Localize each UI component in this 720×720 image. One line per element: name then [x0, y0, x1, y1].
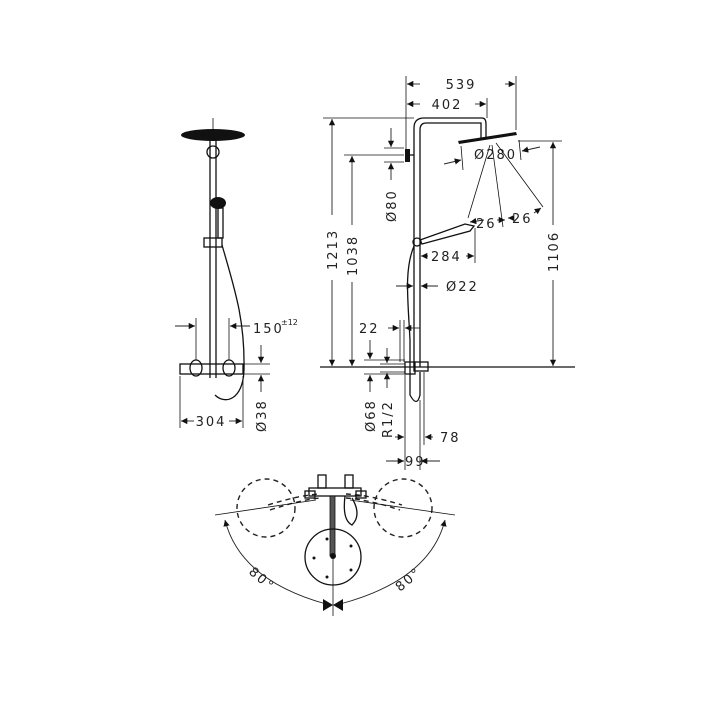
- thermostat-mixer: [179, 363, 244, 375]
- dim-1213: 1213: [326, 229, 341, 270]
- hand-shower-side: [419, 223, 476, 245]
- slider-bracket: [203, 237, 223, 248]
- dim-38: Ø38: [255, 399, 270, 432]
- top-view: 80° 80°: [214, 474, 456, 616]
- dim-80: Ø80: [385, 189, 400, 222]
- dim-1038: 1038: [346, 235, 361, 276]
- overhead-shower-head: [181, 129, 245, 141]
- hand-shower-head: [210, 197, 226, 209]
- dim-68: Ø68: [364, 399, 379, 432]
- swivel-range-left: [236, 478, 296, 538]
- dim-1106: 1106: [547, 231, 562, 272]
- dim-tilt-26-right: 26: [512, 212, 533, 227]
- side-view: 539 402 1213 1038 1106 Ø80 Ø280: [320, 76, 575, 470]
- front-view: 304 150 ±12 Ø38: [175, 118, 298, 432]
- dim-150: 150: [253, 322, 284, 337]
- shower-hose: [214, 244, 245, 401]
- overhead-head-side: [458, 132, 517, 144]
- riser-top: [329, 495, 336, 557]
- dim-284: 284: [431, 250, 462, 265]
- dim-304: 304: [196, 415, 227, 430]
- angle-80-right: 80°: [393, 565, 425, 595]
- riser-arm: [413, 117, 487, 367]
- dim-22-offset: 22: [359, 322, 380, 337]
- dim-402: 402: [432, 98, 463, 113]
- wall-mount-ring: [206, 145, 220, 159]
- dim-539: 539: [446, 78, 477, 93]
- hose-side: [406, 245, 421, 403]
- dim-150-tolerance: ±12: [281, 318, 298, 327]
- dim-78: 78: [440, 431, 461, 446]
- swivel-range-right: [373, 478, 433, 538]
- dim-r12-thread: R1/2: [381, 400, 396, 438]
- dim-280: Ø280: [474, 148, 517, 163]
- dim-22-pipe: Ø22: [446, 280, 479, 295]
- dim-99: 99: [405, 455, 426, 470]
- angle-80-left: 80°: [245, 565, 277, 595]
- wall-bracket: [405, 149, 410, 162]
- dim-tilt-26-left: 26: [476, 217, 497, 232]
